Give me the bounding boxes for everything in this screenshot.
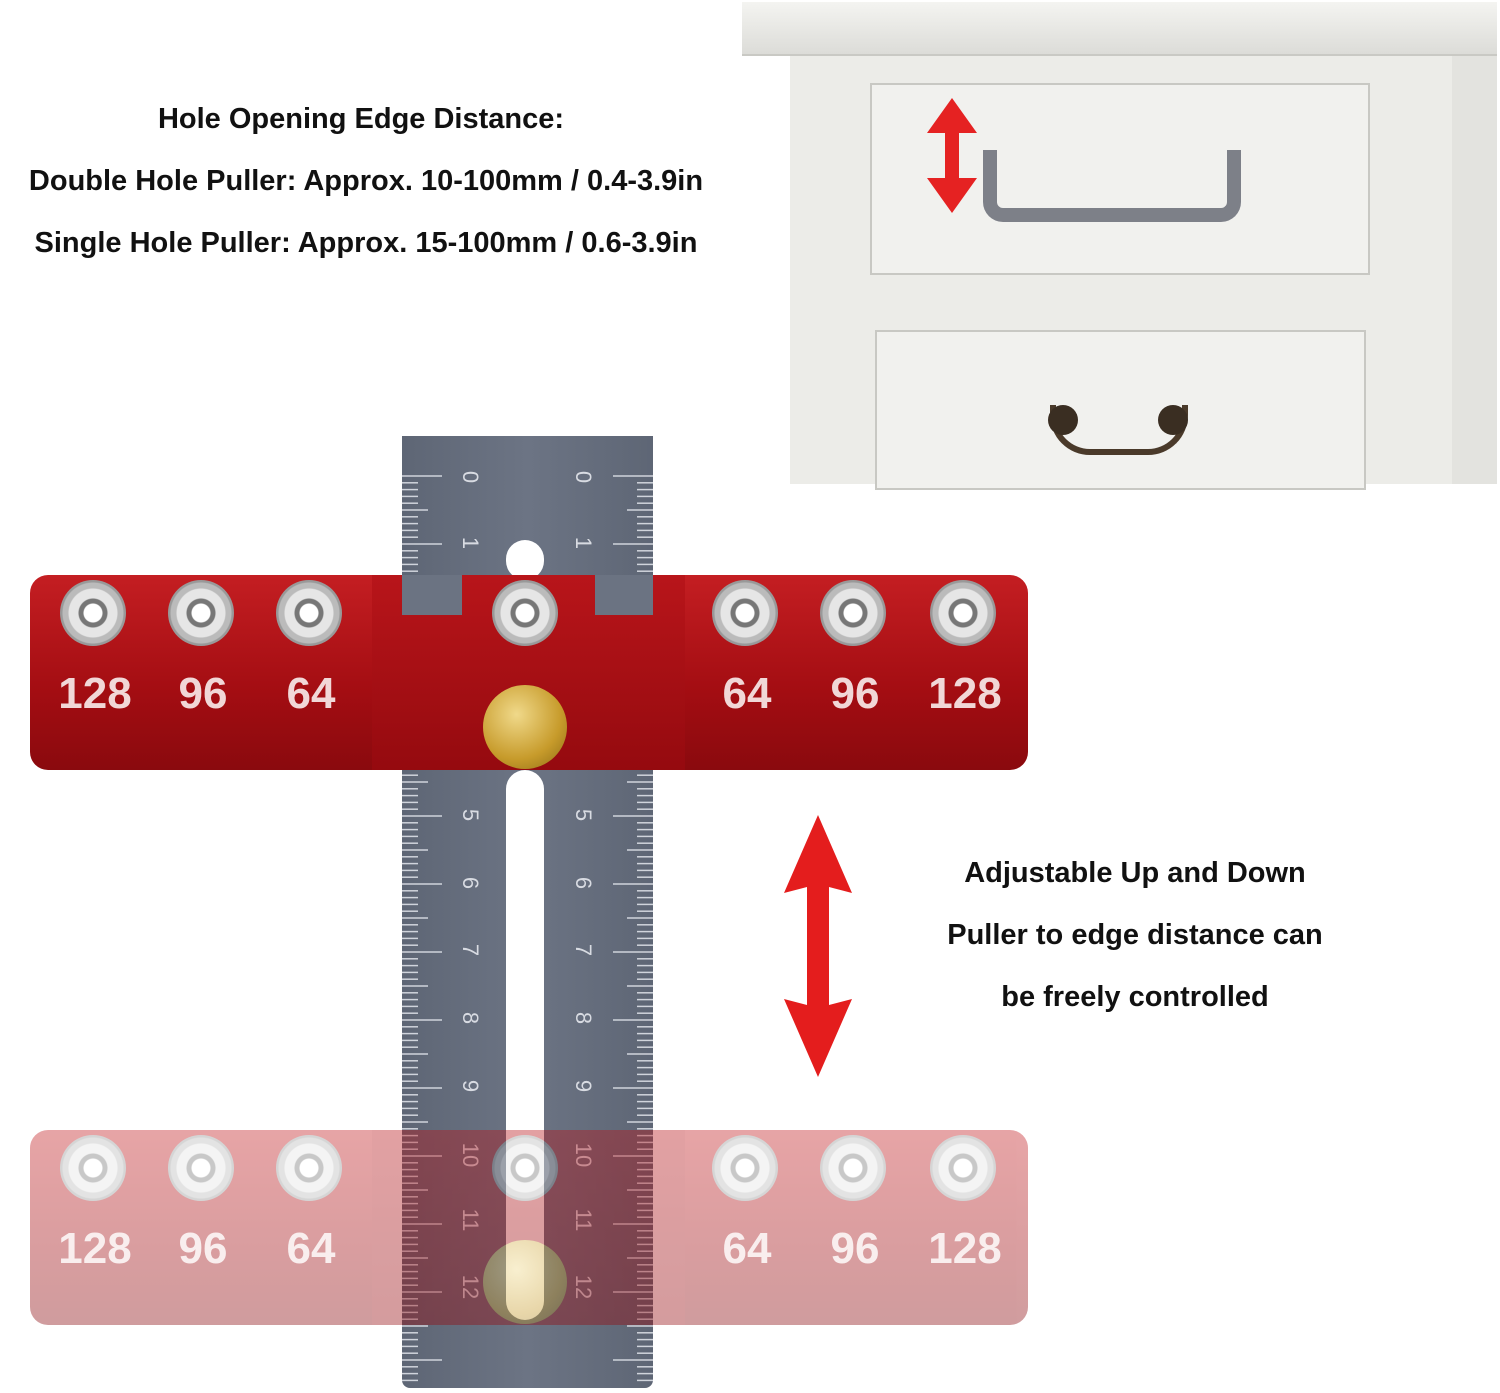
bottom-drawer	[875, 330, 1366, 490]
hole-spacing-label: 64	[286, 669, 336, 718]
ruler-number: 7	[571, 943, 596, 957]
ruler-number: 1	[458, 536, 483, 550]
ruler-number: 7	[458, 943, 483, 957]
adjustable-line1: Adjustable Up and Down	[964, 857, 1306, 889]
guide-hole	[820, 580, 886, 646]
guide-hole	[820, 1135, 886, 1201]
ruler-number: 0	[458, 470, 483, 484]
hole-spacing-label: 128	[58, 669, 132, 718]
hole-spacing-label: 96	[178, 1224, 228, 1273]
ruler-slot-top	[506, 540, 544, 580]
hole-spacing-label: 64	[722, 1224, 772, 1273]
guide-hole	[930, 580, 996, 646]
ruler-number: 9	[458, 1079, 483, 1093]
hole-spacing-label: 128	[928, 669, 1002, 718]
ruler-number: 8	[571, 1011, 596, 1025]
spec-title: Hole Opening Edge Distance:	[157, 103, 565, 135]
hole-spacing-label: 128	[58, 1224, 132, 1273]
spec-double-hole: Double Hole Puller: Approx. 10-100mm / 0…	[28, 165, 704, 197]
guide-hole	[712, 1135, 778, 1201]
ruler-number: 6	[571, 876, 596, 890]
adjustable-line3: be freely controlled	[1001, 981, 1269, 1013]
guide-hole	[60, 580, 126, 646]
brass-lock-knob	[483, 1240, 567, 1324]
ruler-number: 5	[571, 808, 596, 822]
adjustable-line2: Puller to edge distance can	[947, 919, 1323, 951]
guide-hole	[60, 1135, 126, 1201]
guide-hole	[276, 1135, 342, 1201]
hole-spacing-label: 96	[178, 669, 228, 718]
hole-spacing-label: 128	[928, 1224, 1002, 1273]
hole-spacing-label: 96	[830, 669, 880, 718]
guide-hole	[168, 1135, 234, 1201]
ruler-number: 5	[458, 808, 483, 822]
guide-hole	[276, 580, 342, 646]
ruler-number: 6	[458, 876, 483, 890]
small-double-arrow-icon	[927, 98, 977, 213]
brass-lock-knob	[483, 685, 567, 769]
bar-handle	[983, 150, 1241, 222]
guide-hole	[930, 1135, 996, 1201]
hole-spacing-label: 64	[722, 669, 772, 718]
hole-spacing-label: 64	[286, 1224, 336, 1273]
ruler-number: 9	[571, 1079, 596, 1093]
ruler-number: 1	[571, 536, 596, 550]
center-hole	[492, 580, 558, 646]
ruler-number: 0	[571, 470, 596, 484]
ruler-number: 8	[458, 1011, 483, 1025]
large-double-arrow-icon	[784, 815, 852, 1077]
hole-spacing-label: 96	[830, 1224, 880, 1273]
guide-hole	[168, 580, 234, 646]
spec-single-hole: Single Hole Puller: Approx. 15-100mm / 0…	[34, 227, 698, 259]
guide-hole	[712, 580, 778, 646]
center-hole	[492, 1135, 558, 1201]
ruler-slot	[506, 770, 544, 1320]
